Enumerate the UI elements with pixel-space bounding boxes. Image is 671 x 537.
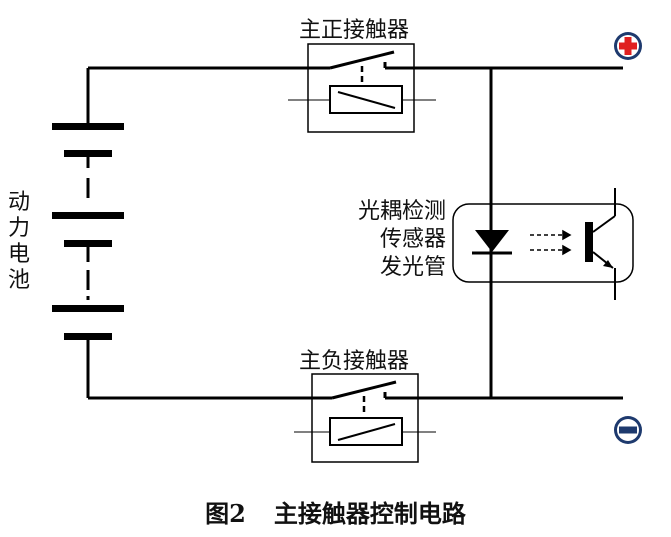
power-battery-label: 动力电池 <box>8 190 31 293</box>
figure-title: 主接触器控制电路 <box>273 499 466 528</box>
optocoupler-label-line3: 发光管 <box>379 255 446 280</box>
main-negative-contactor <box>294 373 436 463</box>
main-negative-contactor-label: 主负接触器 <box>299 349 410 374</box>
figure-number: 图2 <box>205 499 246 528</box>
optocoupler-label-line1: 光耦检测 <box>357 199 446 224</box>
optocoupler-label-line2: 传感器 <box>379 227 446 252</box>
figure-caption: 图2 主接触器控制电路 <box>0 494 671 529</box>
optocoupler <box>452 188 634 300</box>
optocoupler-label: 光耦检测 传感器 发光管 <box>336 198 446 282</box>
battery-symbol <box>52 123 124 340</box>
positive-terminal <box>614 32 642 60</box>
main-positive-contactor <box>288 43 436 133</box>
led-icon <box>475 230 509 252</box>
negative-terminal <box>614 416 642 444</box>
main-positive-contactor-label: 主正接触器 <box>299 18 410 43</box>
